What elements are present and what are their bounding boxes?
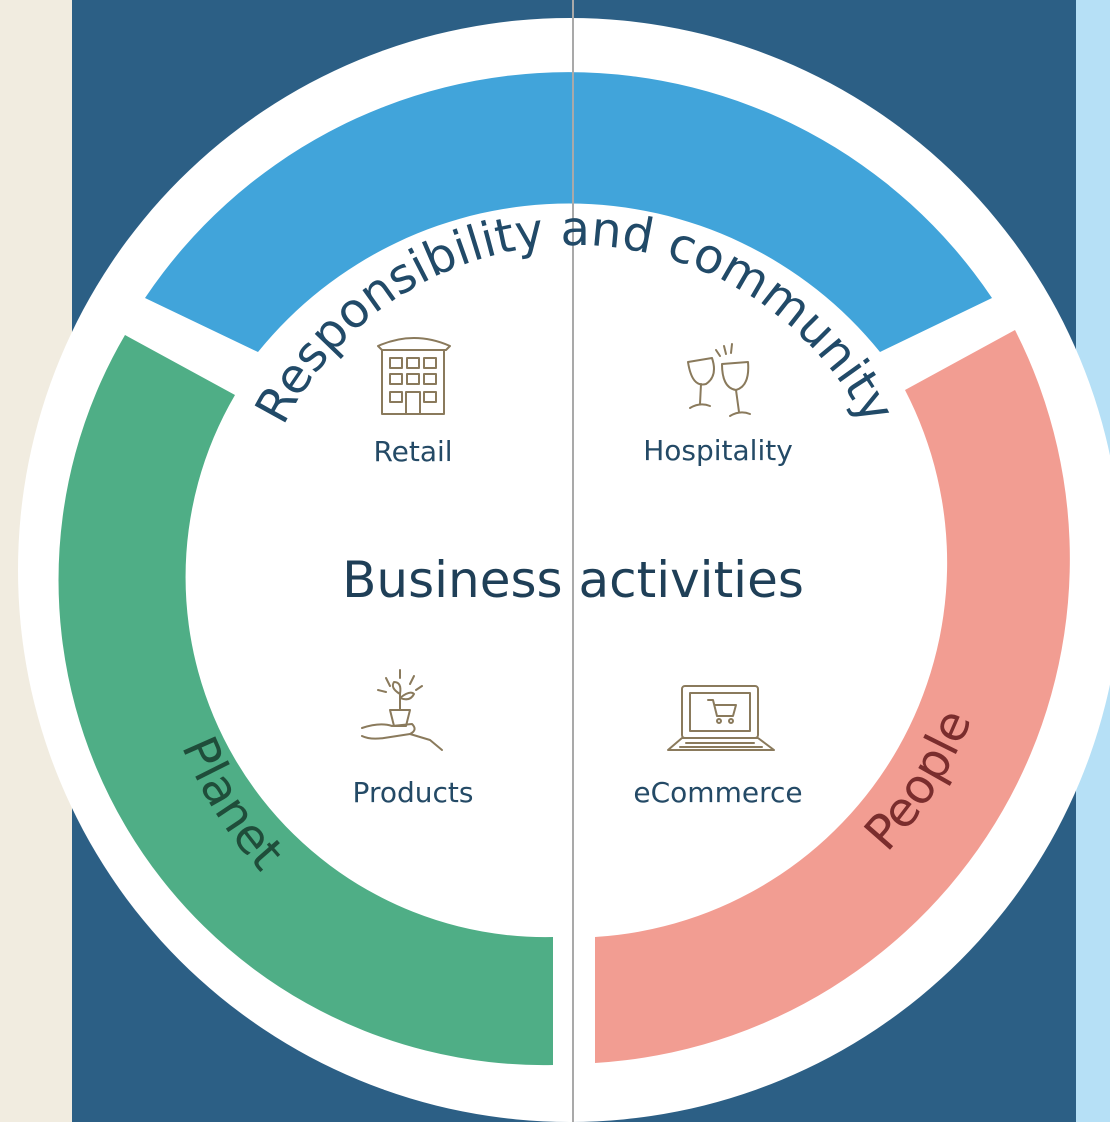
activity-label-retail: Retail <box>373 435 452 468</box>
hand-plant-icon <box>361 669 443 751</box>
segment-planet <box>58 335 554 1066</box>
building-icon <box>377 337 451 415</box>
segment-people <box>595 330 1070 1063</box>
laptop-cart-icon <box>667 685 775 751</box>
activity-label-ecommerce: eCommerce <box>633 776 802 809</box>
activity-label-products: Products <box>353 776 474 809</box>
segment-responsibility <box>145 72 992 352</box>
center-title: Business activities <box>342 551 804 609</box>
activity-label-hospitality: Hospitality <box>643 434 793 467</box>
wine-glasses-icon <box>687 343 751 417</box>
